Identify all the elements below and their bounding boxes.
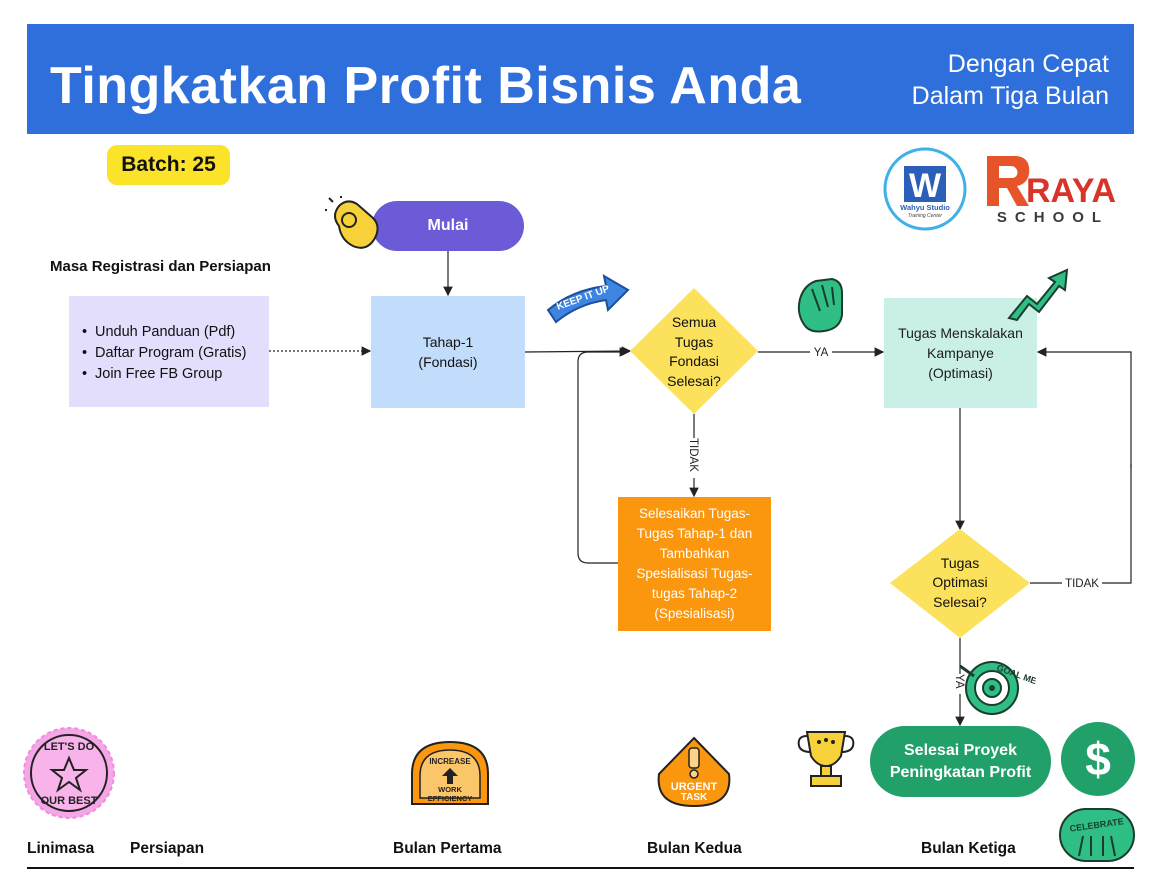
dollar-sign: $ <box>1085 733 1111 785</box>
bullet: • <box>82 345 88 361</box>
page-subtitle: Dengan Cepat Dalam Tiga Bulan <box>912 48 1109 112</box>
label-yes-1: YA <box>814 347 829 359</box>
prep-section-heading: Masa Registrasi dan Persiapan <box>50 258 271 275</box>
subtitle-line-2: Dalam Tiga Bulan <box>911 82 1109 110</box>
timeline-phase-bulan-pertama: Bulan Pertama <box>393 840 502 857</box>
wahyu-logo-letter: W <box>909 167 942 205</box>
prep-item: •Join Free FB Group <box>82 364 269 385</box>
label-no-1: TIDAK <box>687 438 699 472</box>
raya-logo-word: RAYA <box>1026 172 1116 210</box>
efficiency-text: EFFICIENCY <box>428 794 473 803</box>
timeline-label: Linimasa <box>27 840 95 857</box>
edge-decision2-no <box>1030 347 1132 584</box>
growth-arrow-icon <box>1007 268 1069 322</box>
timeline-phase-persiapan: Persiapan <box>130 840 205 857</box>
decision1-label: Semua Tugas Fondasi Selesai? <box>667 314 721 389</box>
work-text: WORK <box>438 785 462 794</box>
our-best-text: OUR BEST <box>41 795 98 807</box>
increase-text: INCREASE <box>429 757 471 766</box>
batch-badge: Batch: 25 <box>107 145 230 185</box>
task-fondasi-node: Selesaikan Tugas- Tugas Tahap-1 dan Tamb… <box>618 497 771 631</box>
urgent-text: URGENT <box>671 781 718 793</box>
raya-logo-school: SCHOOL <box>997 209 1109 226</box>
decision1-shape <box>630 288 758 414</box>
trophy-icon <box>797 731 855 787</box>
tahap1-line-2: (Fondasi) <box>418 354 478 370</box>
wahyu-logo-sub: Training Center <box>908 213 942 219</box>
wahyu-studio-logo: W Wahyu Studio Training Center <box>883 147 967 231</box>
header-banner <box>27 24 1134 134</box>
prep-box: •Unduh Panduan (Pdf) •Daftar Program (Gr… <box>69 296 269 407</box>
edge-task-loop <box>577 347 630 564</box>
decision2-shape <box>890 529 1030 638</box>
lets-do-text: LET'S DO <box>44 741 95 753</box>
label-no-2: TIDAK <box>1065 578 1099 590</box>
increase-efficiency-sticker: INCREASE WORK EFFICIENCY <box>411 740 489 805</box>
label-yes-2: YA <box>953 674 965 689</box>
task-text: TASK <box>681 792 708 803</box>
dollar-coin-icon: $ <box>1061 722 1135 796</box>
goal-met-sticker: GOAL MET! <box>959 661 1036 715</box>
raya-school-logo: RAYA SCHOOL <box>987 156 1116 226</box>
tahap1-node: Tahap-1 (Fondasi) <box>371 296 525 408</box>
bullet: • <box>82 366 88 382</box>
start-node: Mulai <box>372 201 524 251</box>
urgent-task-sticker: URGENT TASK <box>657 736 731 808</box>
finish-node: Selesai Proyek Peningkatan Profit <box>870 726 1051 797</box>
prep-item: •Daftar Program (Gratis) <box>82 343 269 364</box>
clapping-hands-icon <box>797 277 843 333</box>
bullet: • <box>82 324 88 340</box>
tahap1-line-1: Tahap-1 <box>422 334 474 350</box>
timeline-baseline <box>27 867 1134 869</box>
keep-it-up-sticker: KEEP IT UP <box>546 274 630 324</box>
decision2-label: Tugas Optimasi Selesai? <box>932 554 988 610</box>
ok-hand-icon <box>325 196 379 249</box>
celebrate-sticker: CELEBRATE <box>1059 808 1135 862</box>
subtitle-line-1: Dengan Cepat <box>947 50 1109 78</box>
edge-tahap1-to-decision1 <box>524 346 632 356</box>
timeline-phase-bulan-ketiga: Bulan Ketiga <box>921 840 1016 857</box>
page-title: Tingkatkan Profit Bisnis Anda <box>50 57 802 115</box>
timeline-phase-bulan-kedua: Bulan Kedua <box>647 840 742 857</box>
prep-item: •Unduh Panduan (Pdf) <box>82 322 269 343</box>
wahyu-logo-name: Wahyu Studio <box>900 203 950 212</box>
lets-do-our-best-sticker: LET'S DO OUR BEST <box>23 727 115 819</box>
prep-list: •Unduh Panduan (Pdf) •Daftar Program (Gr… <box>69 296 269 385</box>
